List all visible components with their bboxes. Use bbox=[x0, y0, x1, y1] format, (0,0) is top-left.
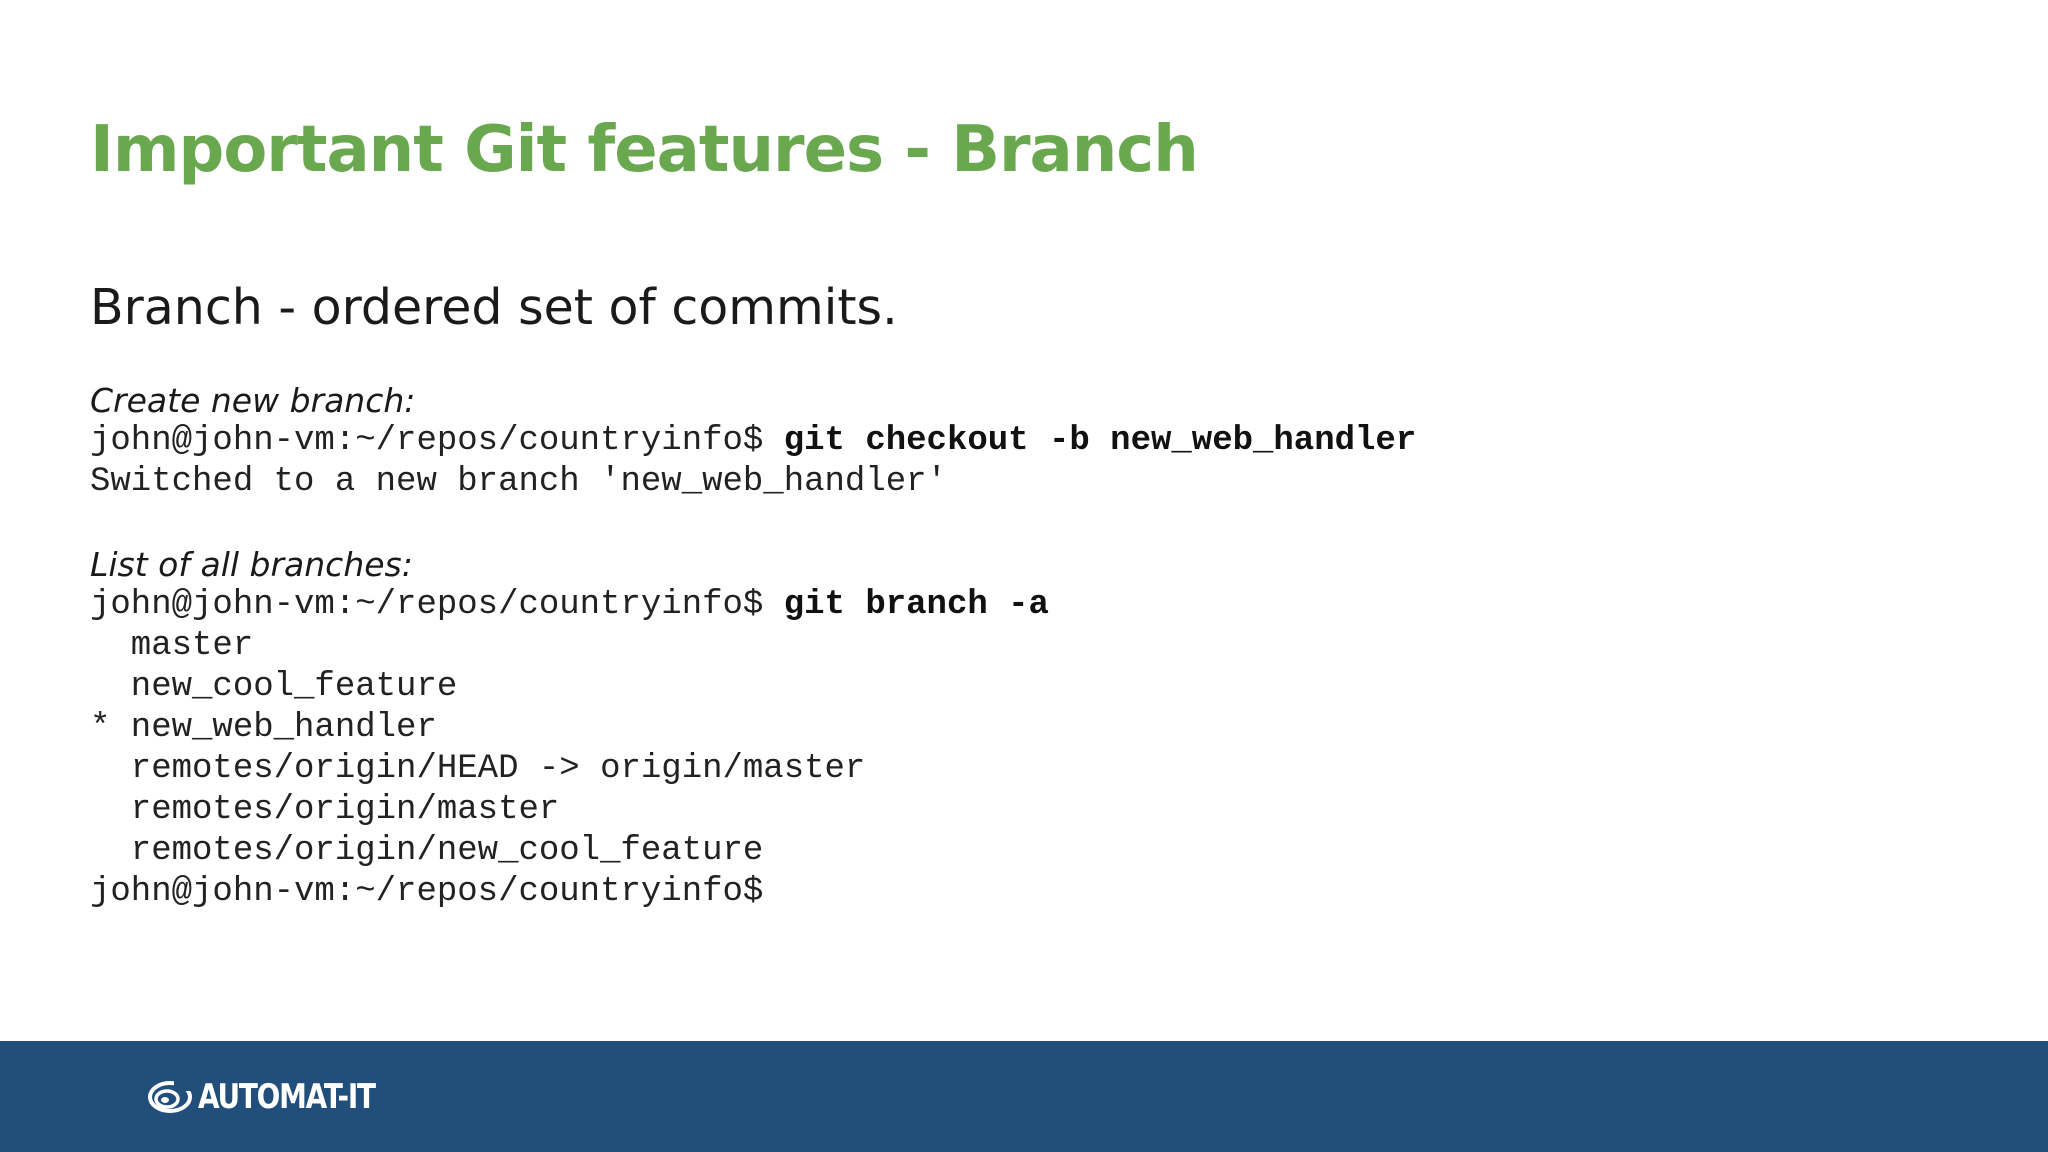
section-spacer bbox=[90, 503, 1990, 544]
slide-subtitle: Branch - ordered set of commits. bbox=[90, 279, 898, 336]
shell-prompt: john@john-vm:~/repos/countryinfo$ bbox=[90, 422, 784, 460]
git-checkout-command: git checkout -b new_web_handler bbox=[783, 422, 1417, 460]
branch-list-line: remotes/origin/master bbox=[90, 791, 560, 829]
list-branches-label: List of all branches: bbox=[90, 545, 413, 584]
final-shell-prompt: john@john-vm:~/repos/countryinfo$ bbox=[90, 873, 764, 911]
branch-list-line: remotes/origin/HEAD -> origin/master bbox=[90, 750, 866, 788]
branch-list-line: new_cool_feature bbox=[90, 668, 458, 706]
automat-it-logo: AUTOMAT-IT bbox=[148, 1077, 414, 1117]
footer-bar: AUTOMAT-IT bbox=[0, 1041, 2048, 1152]
swirl-logo-icon bbox=[148, 1081, 192, 1113]
branch-list-line-current: * new_web_handler bbox=[90, 709, 437, 747]
branch-list-line: remotes/origin/new_cool_feature bbox=[90, 832, 764, 870]
checkout-output: Switched to a new branch 'new_web_handle… bbox=[90, 463, 947, 501]
slide-title: Important Git features - Branch bbox=[90, 113, 1199, 187]
branch-list-line: master bbox=[90, 627, 254, 665]
shell-prompt: john@john-vm:~/repos/countryinfo$ bbox=[90, 586, 784, 624]
git-branch-command: git branch -a bbox=[783, 586, 1049, 624]
slide-content: Create new branch: john@john-vm:~/repos/… bbox=[90, 380, 1990, 913]
list-branches-command-line: john@john-vm:~/repos/countryinfo$ git br… bbox=[90, 585, 1990, 626]
logo-text: AUTOMAT-IT bbox=[198, 1077, 376, 1117]
create-branch-command-line: john@john-vm:~/repos/countryinfo$ git ch… bbox=[90, 421, 1990, 462]
create-branch-label: Create new branch: bbox=[90, 381, 416, 420]
